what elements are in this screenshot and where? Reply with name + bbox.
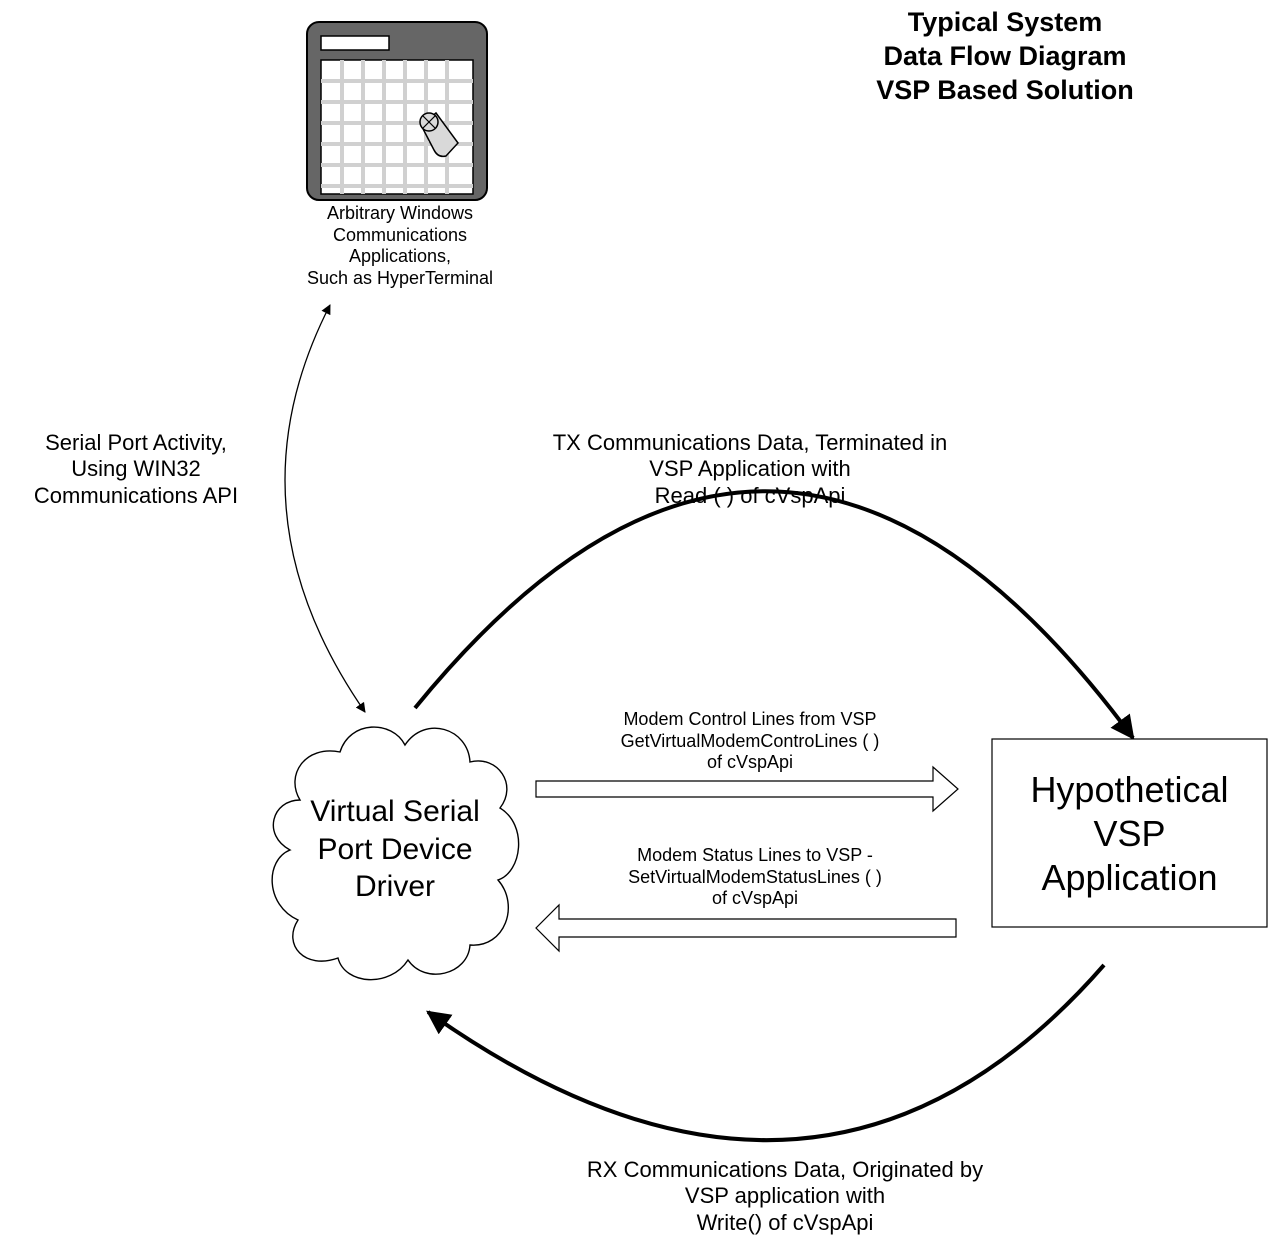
label-line: of cVspApi [706,752,794,773]
label-line: GetVirtualModemControLines ( ) [620,730,880,751]
application-window-with-pointer-icon [306,21,488,201]
label-line: Serial Port Activity, [45,430,227,455]
label-line: Hypothetical [1030,769,1229,810]
label-line: Using WIN32 [71,456,201,482]
label-line: Modem Status Lines to VSP - [637,845,873,865]
windows-app-caption: Arbitrary Windows Communications Applica… [250,203,550,289]
modem-status-label: Modem Status Lines to VSP - SetVirtualMo… [580,845,930,910]
label-line: VSP application with [684,1183,886,1209]
tx-data-label: TX Communications Data, Terminated in VS… [480,430,1020,509]
label-line: Modem Control Lines from VSP [623,709,877,729]
label-line: Driver [355,870,435,903]
label-line: Write() of cVspApi [696,1209,874,1235]
title-line: Typical System [907,7,1103,37]
label-line: RX Communications Data, Originated by [586,1157,984,1182]
vsp-application-box [991,738,1268,928]
caption-line: Communications [332,224,468,245]
label-line: SetVirtualModemStatusLines ( ) [628,866,882,887]
tx-data-arc-arrow [413,489,1135,740]
driver-label: Virtual Serial Port Device Driver [280,793,510,906]
label-line: Communications API [33,482,239,508]
title-line: VSP Based Solution [876,74,1134,105]
label-line: TX Communications Data, Terminated in [552,430,948,455]
modem-control-block-arrow [535,765,959,813]
label-line: Virtual Serial [310,795,480,828]
modem-control-label: Modem Control Lines from VSP GetVirtualM… [560,709,940,774]
caption-line: Applications, [348,246,452,267]
rx-data-arc-arrow [426,963,1106,1143]
modem-status-block-arrow [535,903,957,953]
label-line: VSP [1093,812,1166,854]
caption-line: Arbitrary Windows [326,203,474,223]
label-line: VSP Application with [649,456,851,482]
caption-line: Such as HyperTerminal [306,267,494,288]
label-line: of cVspApi [711,888,799,909]
label-line: Application [1041,856,1218,898]
vsp-application-label: Hypothetical VSP Application [992,768,1267,900]
title-line: Data Flow Diagram [883,40,1127,71]
label-line: Port Device [317,832,473,866]
serial-port-activity-arrow [284,304,366,713]
serial-port-activity-label: Serial Port Activity, Using WIN32 Commun… [0,430,272,509]
driver-cloud-shape [271,726,520,981]
label-line: Read ( ) of cVspApi [654,482,846,508]
rx-data-label: RX Communications Data, Originated by VS… [520,1157,1050,1236]
diagram-title: Typical System Data Flow Diagram VSP Bas… [800,6,1210,107]
pointer-hand-icon [419,111,459,158]
grid-screen [320,59,474,195]
